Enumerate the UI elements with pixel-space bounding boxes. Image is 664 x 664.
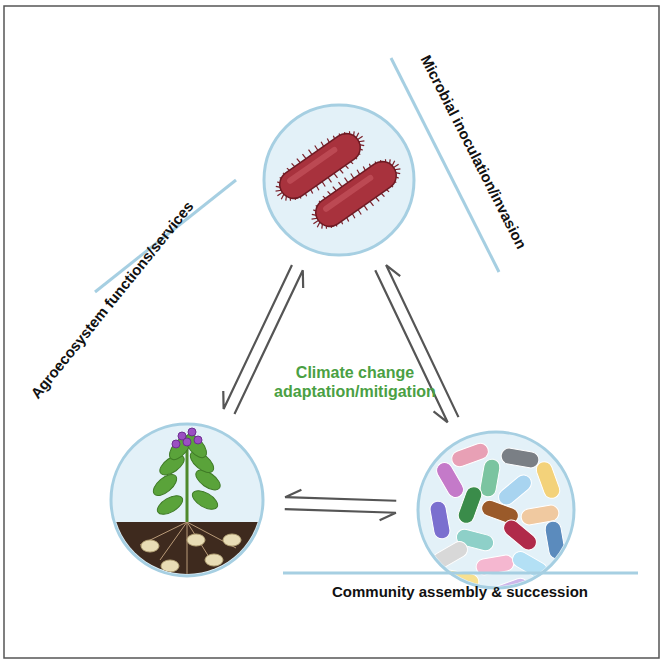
harpoon-arrow [285,509,396,520]
rule-line [283,572,638,575]
community-picture [429,441,566,604]
side-label: Community assembly & succession [332,583,588,601]
frame [4,6,659,658]
center-label: Climate change adaptation/mitigation [255,363,455,401]
picture-circle [418,432,574,588]
picture-circle [264,105,414,255]
plant-picture [100,428,280,592]
bacteria-picture [266,120,410,240]
picture-circle [111,424,263,576]
harpoon-arrow [285,490,396,501]
